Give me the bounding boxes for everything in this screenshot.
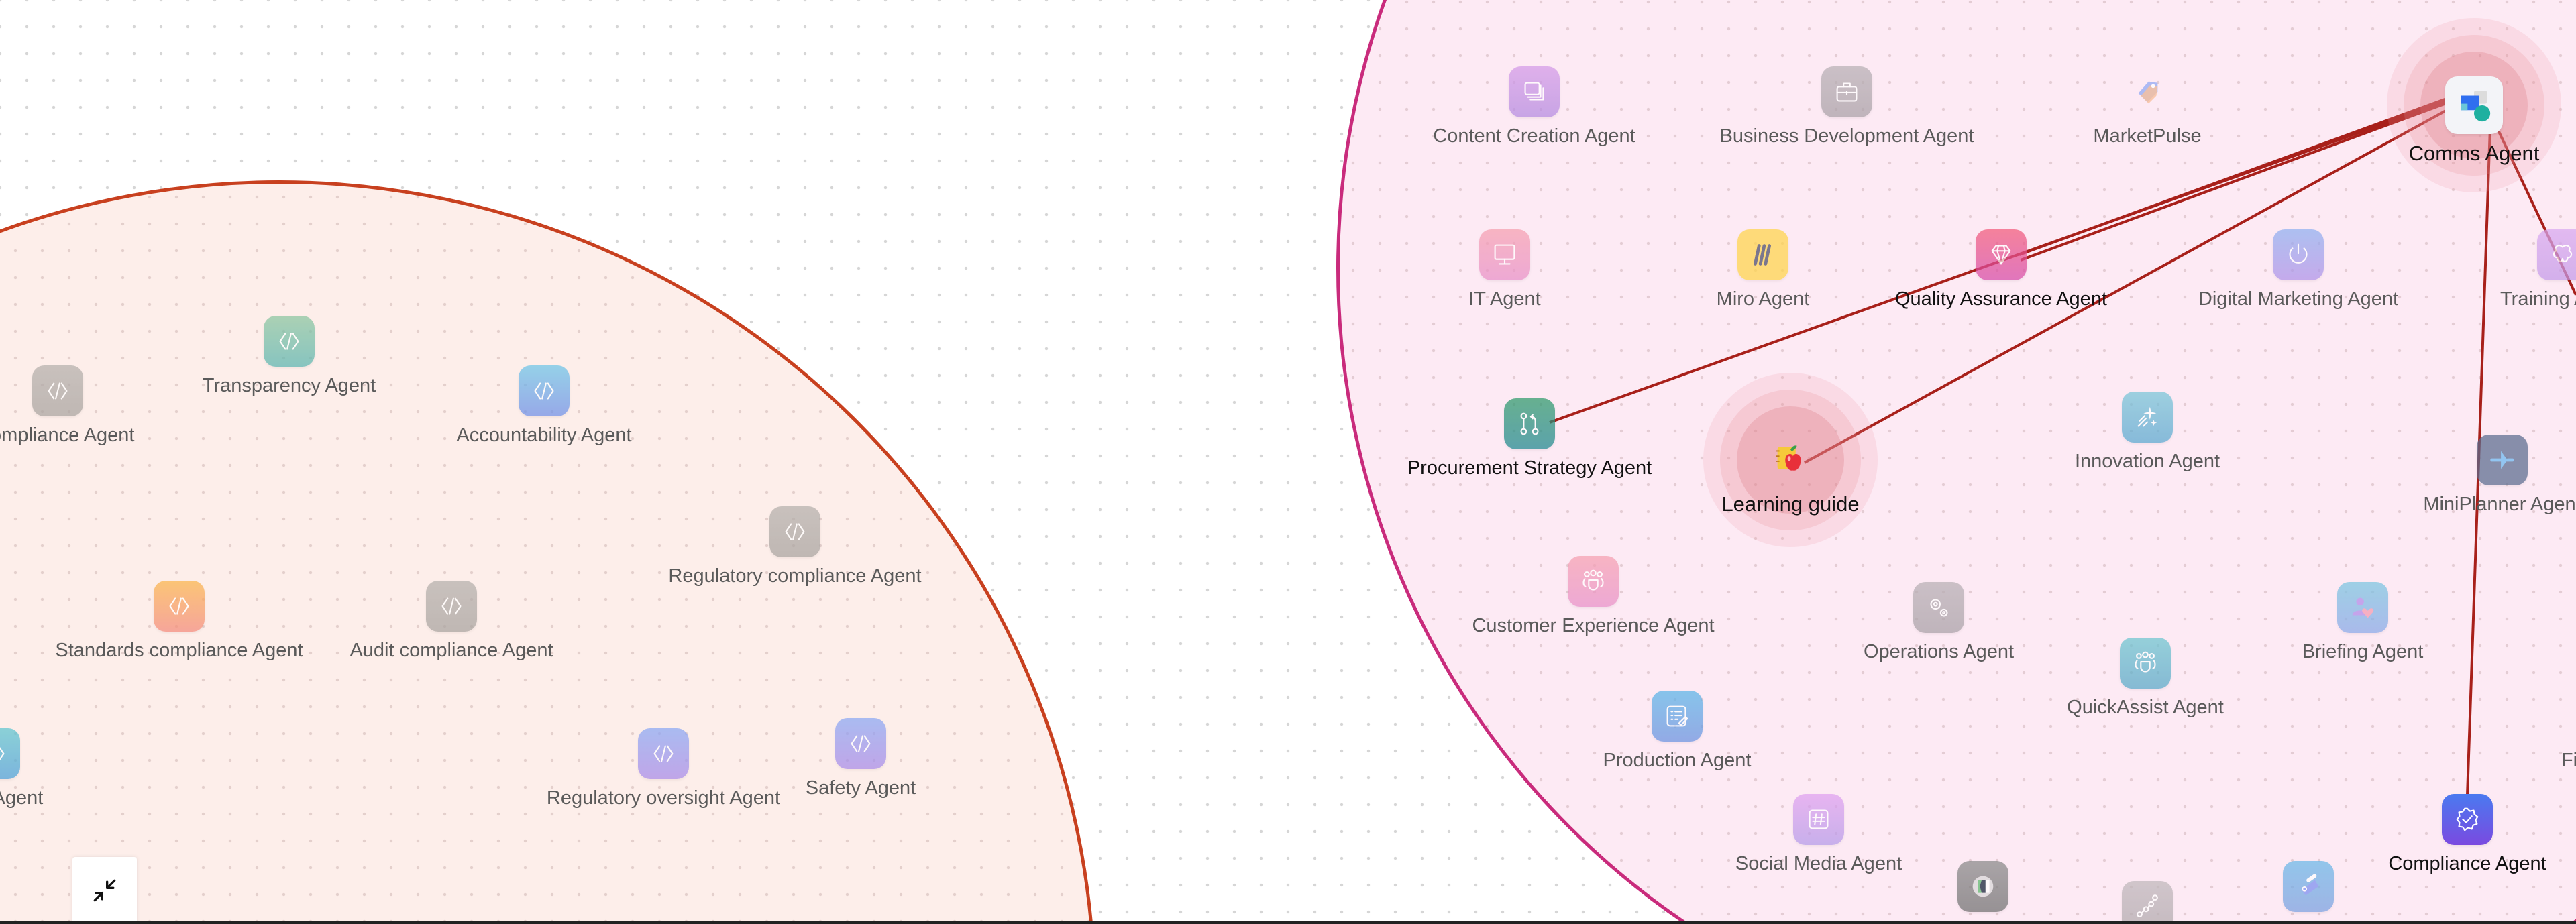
person-heart-icon[interactable] [2337,582,2388,633]
people-icon[interactable] [1568,556,1619,607]
book-app-icon[interactable] [1957,861,2008,912]
hub-label: Comms Agent [2408,141,2540,165]
brain-icon[interactable] [2537,229,2576,280]
agent-label: Business Development Agent [1719,125,1974,147]
agent-label: Regulatory oversight Agent [546,787,781,809]
agent-label: Fi [2561,750,2576,771]
agent-label: Miro Agent [1716,288,1810,310]
agent-label: IT Agent [1468,288,1541,310]
agent-label: Content Creation Agent [1433,125,1635,147]
agent-label: Accountability Agent [456,424,632,446]
code-hex-icon[interactable] [835,718,886,769]
monitor-icon[interactable] [1479,229,1530,280]
telescope-icon[interactable] [2283,861,2334,912]
agent-label: Safety Agent [805,777,916,799]
group-circle-left[interactable] [0,180,1096,924]
agent-label: MiniPlanner Agent [2423,494,2576,515]
agent-label: Production Agent [1603,750,1752,771]
gears-icon[interactable] [1913,582,1964,633]
code-hex-icon[interactable] [0,728,20,779]
agent-label: Customer Experience Agent [1472,615,1715,636]
path-nodes-icon[interactable] [2122,881,2173,924]
agent-label: compliance Agent [0,424,135,446]
power-icon[interactable] [2273,229,2324,280]
airplane-icon[interactable] [2477,435,2528,485]
agent-label: Briefing Agent [2302,641,2424,662]
agent-label: Standards compliance Agent [55,640,303,661]
hashtag-icon[interactable] [1793,794,1844,845]
agent-label: ffairs Agent [0,787,44,809]
collapse-button[interactable] [72,857,137,924]
agent-label: Transparency Agent [202,375,376,396]
agent-label: Compliance Agent [2388,853,2546,874]
diamond-icon[interactable] [1976,229,2027,280]
comms-app-icon[interactable] [2445,76,2503,134]
briefcase-icon[interactable] [1821,66,1872,117]
layers-icon[interactable] [1509,66,1560,117]
agent-label: Operations Agent [1863,641,2015,662]
agent-label: MarketPulse [2093,125,2202,147]
agent-label: Social Media Agent [1735,853,1902,874]
people-icon[interactable] [2120,638,2171,689]
tag-icon[interactable] [2122,66,2173,117]
miro-icon[interactable] [1737,229,1788,280]
agent-label: Regulatory compliance Agent [668,565,922,587]
code-hex-icon[interactable] [426,581,477,632]
notes-edit-icon[interactable] [1652,691,1703,742]
apple-notebook-icon[interactable] [1765,435,1816,485]
window-bottom-edge [0,921,2576,924]
agent-label: Quality Assurance Agent [1895,288,2107,310]
collapse-arrows-icon [93,879,116,902]
code-hex-icon[interactable] [769,506,820,557]
agent-label: QuickAssist Agent [2067,697,2224,718]
hub-label: Learning guide [1721,492,1860,516]
agent-label: Innovation Agent [2074,451,2220,472]
sparkle-icon[interactable] [2122,392,2173,443]
agent-label: Audit compliance Agent [350,640,553,661]
code-hex-icon[interactable] [154,581,205,632]
code-hex-icon[interactable] [519,365,570,416]
agent-label: Procurement Strategy Agent [1407,457,1652,479]
agent-label: Digital Marketing Agent [2198,288,2399,310]
code-hex-icon[interactable] [264,316,315,367]
code-hex-icon[interactable] [32,365,83,416]
code-hex-icon[interactable] [638,728,689,779]
agent-label: Training Agent [2500,288,2576,310]
branch-icon[interactable] [1504,398,1555,449]
verified-badge-icon[interactable] [2442,794,2493,845]
